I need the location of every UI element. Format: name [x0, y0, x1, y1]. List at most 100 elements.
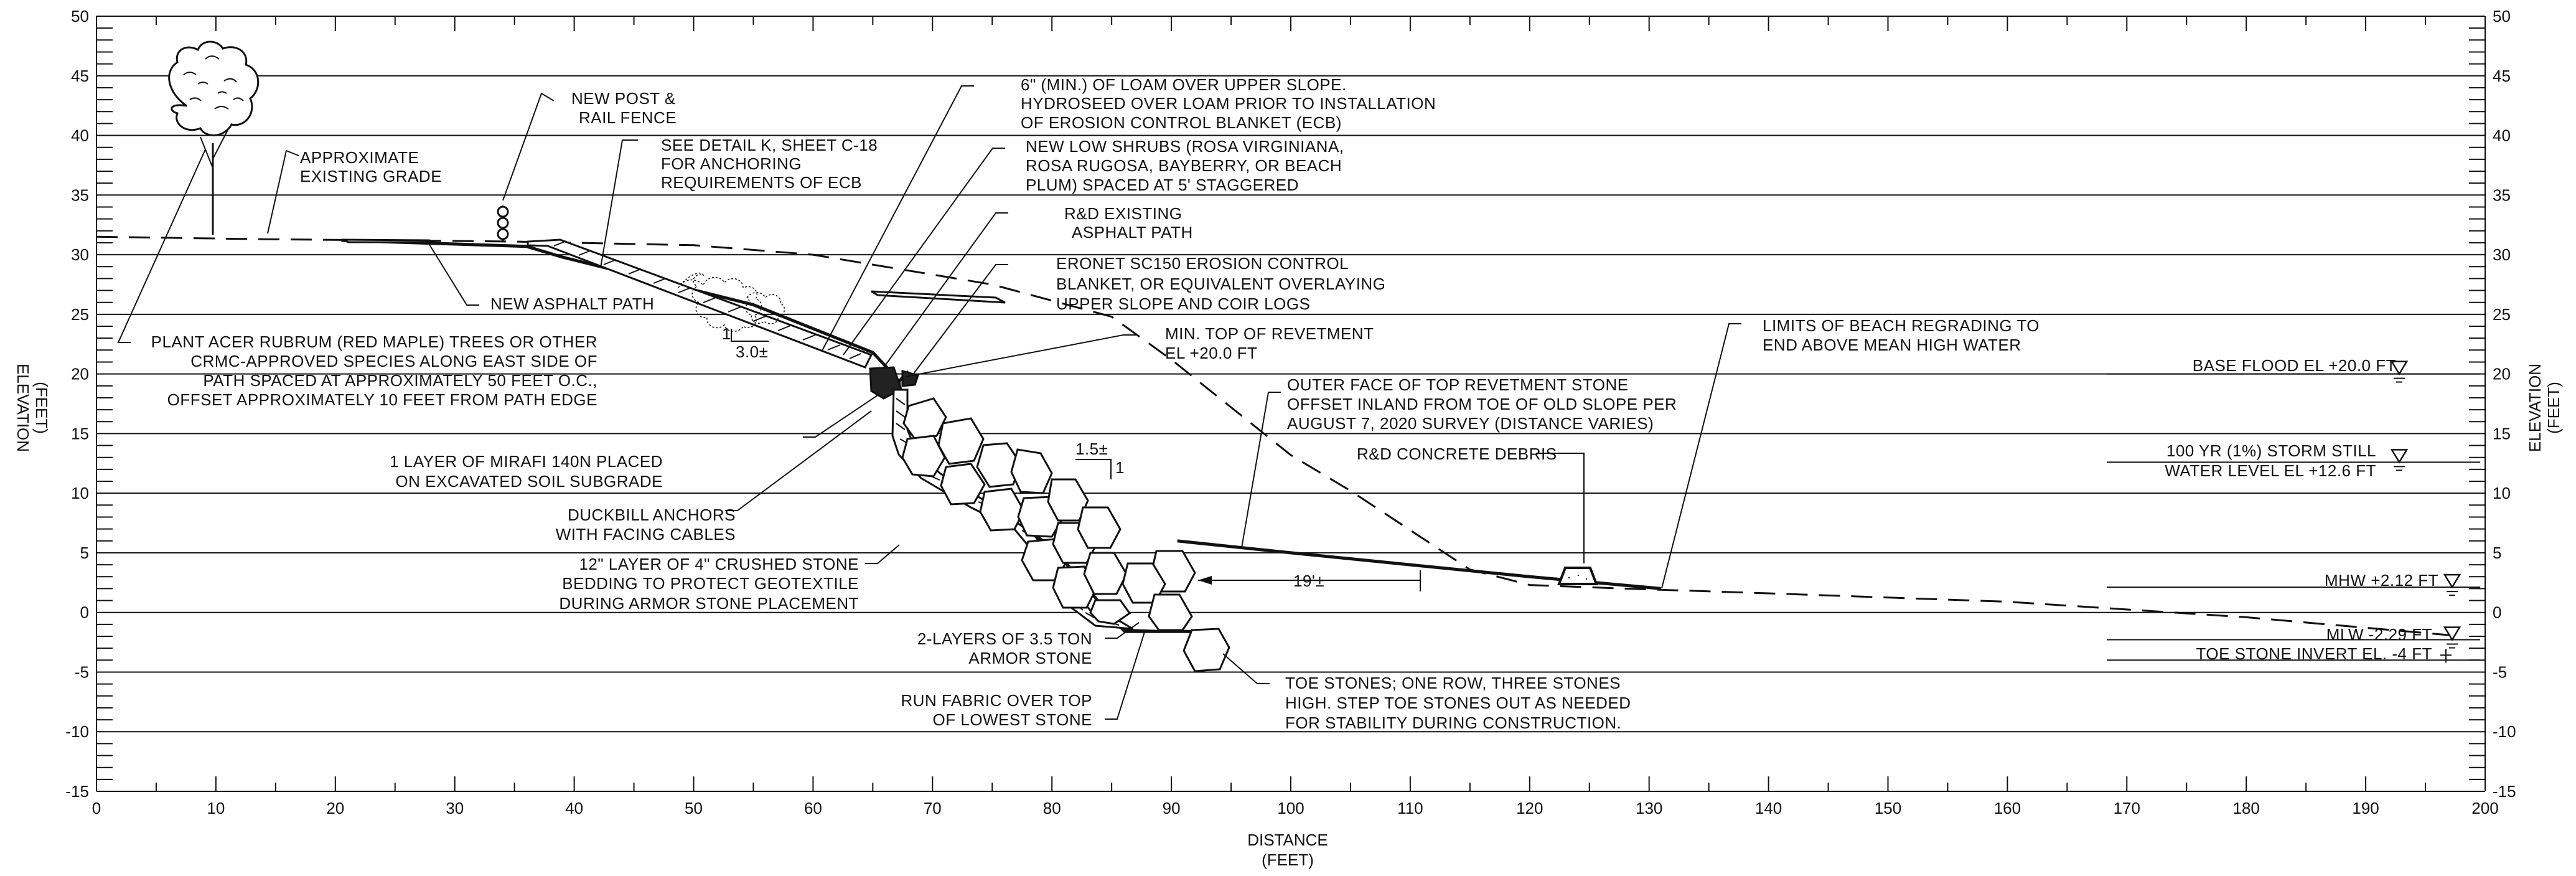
- mlw-label: MLW -2.29 FT: [2326, 625, 2432, 644]
- x-axis-title-line1: DISTANCE: [1247, 831, 1328, 849]
- callout-mirafi-line1: 1 LAYER OF MIRAFI 140N PLACED: [390, 452, 663, 471]
- elevation-grid: [96, 16, 2486, 792]
- x-tick-label: 110: [1397, 799, 1423, 817]
- x-tick-label: 50: [685, 799, 703, 817]
- callout-outer-face-line1: OUTER FACE OF TOP REVETMENT STONE: [1287, 375, 1629, 394]
- slope-stone-run-label: 1.5±: [1075, 440, 1108, 458]
- armor-stone: [902, 397, 947, 440]
- callout-fabric-line2: OF LOWEST STONE: [933, 710, 1092, 729]
- callout-beach-limits: LIMITS OF BEACH REGRADING TO END ABOVE M…: [1763, 316, 2040, 354]
- y-tick-label: -10: [65, 722, 89, 741]
- red-maple-tree-icon: [168, 40, 260, 235]
- axis-ticks: [96, 16, 2486, 791]
- callout-concrete: R&D CONCRETE DEBRIS: [1357, 445, 1557, 463]
- y-tick-label: 45: [2493, 67, 2511, 85]
- armor-stone: [937, 417, 985, 465]
- y-tick-label: 20: [71, 365, 89, 384]
- callout-armor-line2: ARMOR STONE: [968, 649, 1092, 667]
- callout-trees-line2: CRMC-APPROVED SPECIES ALONG EAST SIDE OF: [190, 352, 597, 370]
- concrete-debris-dots: [1568, 575, 1587, 580]
- callout-duckbill-line2: WITH FACING CABLES: [556, 525, 736, 544]
- x-tick-label: 80: [1043, 799, 1061, 817]
- callout-toe-stones-line2: HIGH. STEP TOE STONES OUT AS NEEDED: [1285, 694, 1631, 712]
- y-axis-title-right-line2: (FEET): [2544, 382, 2563, 434]
- offset-dimension-label: 19'±: [1293, 572, 1324, 590]
- offset-dimension: 19'±: [1198, 570, 1421, 591]
- ecb-hatch: [553, 240, 861, 359]
- x-tick-label: 170: [2114, 799, 2140, 817]
- callout-fabric-line1: RUN FABRIC OVER TOP: [901, 691, 1092, 710]
- callout-bedding-line3: DURING ARMOR STONE PLACEMENT: [559, 594, 859, 613]
- low-shrubs: [678, 272, 785, 332]
- slope-stone-rise-label: 1: [1115, 458, 1125, 477]
- y-tick-label: 30: [2493, 245, 2511, 264]
- callout-detail-k-line1: SEE DETAIL K, SHEET C-18: [661, 136, 878, 154]
- callout-duckbill: DUCKBILL ANCHORS WITH FACING CABLES: [556, 506, 736, 544]
- callout-new-asphalt-line1: NEW ASPHALT PATH: [490, 294, 654, 313]
- upper-slope-ratio-mark: 1 3.0±: [722, 324, 769, 361]
- y-tick-label: 35: [71, 186, 89, 204]
- callout-new-asphalt: NEW ASPHALT PATH: [490, 294, 654, 313]
- y-axis-title-left-line2: (FEET): [32, 382, 51, 434]
- callout-eronet-line3: UPPER SLOPE AND COIR LOGS: [1056, 294, 1310, 313]
- y-axis-title-right: ELEVATION (FEET): [2526, 364, 2563, 452]
- y-tick-label: 50: [71, 7, 89, 26]
- callout-mirafi: 1 LAYER OF MIRAFI 140N PLACED ON EXCAVAT…: [390, 452, 663, 491]
- toe-invert-label: TOE STONE INVERT EL. -4 FT: [2196, 644, 2432, 663]
- callout-detail-k-line2: FOR ANCHORING: [661, 154, 802, 173]
- x-tick-label: 20: [326, 799, 344, 817]
- armor-stone: [1089, 599, 1131, 625]
- storm-level-label-line1: 100 YR (1%) STORM STILL: [2166, 441, 2376, 460]
- callout-detail-k-line3: REQUIREMENTS OF ECB: [661, 173, 862, 192]
- x-tick-label: 40: [565, 799, 583, 817]
- callout-approx-grade-line1: APPROXIMATE: [300, 148, 419, 167]
- y-tick-label: 0: [80, 603, 89, 622]
- x-tick-label: 150: [1875, 799, 1901, 817]
- x-tick-label: 70: [924, 799, 942, 817]
- existing-grade-line: [96, 235, 2450, 636]
- y-tick-label: 10: [71, 484, 89, 502]
- water-level-triangle-icon: [2390, 360, 2409, 376]
- y-axis-title-left-line1: ELEVATION: [14, 364, 32, 452]
- callout-min-top-line2: EL +20.0 FT: [1165, 344, 1257, 362]
- water-level-triangle-icon: [2443, 626, 2461, 641]
- callout-loam-line3: OF EROSION CONTROL BLANKET (ECB): [1021, 113, 1342, 132]
- callout-loam-line1: 6" (MIN.) OF LOAM OVER UPPER SLOPE.: [1021, 75, 1347, 94]
- callout-trees-line3: PATH SPACED AT APPROXIMATELY 50 FEET O.C…: [203, 371, 597, 390]
- toe-stone: [1183, 628, 1230, 672]
- callout-shrubs: NEW LOW SHRUBS (ROSA VIRGINIANA, ROSA RU…: [1026, 137, 1344, 194]
- callout-shrubs-line2: ROSA RUGOSA, BAYBERRY, OR BEACH: [1026, 156, 1342, 175]
- y-tick-label: -5: [75, 662, 89, 681]
- x-tick-label: 10: [207, 799, 225, 817]
- mhw-label: MHW +2.12 FT: [2325, 571, 2438, 590]
- callout-fabric: RUN FABRIC OVER TOP OF LOWEST STONE: [901, 691, 1092, 729]
- callout-trees: PLANT ACER RUBRUM (RED MAPLE) TREES OR O…: [151, 332, 597, 409]
- x-tick-label: 120: [1516, 799, 1543, 817]
- callout-beach-limits-line1: LIMITS OF BEACH REGRADING TO: [1763, 316, 2040, 335]
- callout-toe-stones: TOE STONES; ONE ROW, THREE STONES HIGH. …: [1285, 674, 1631, 732]
- erosion-control-blanket: [527, 238, 873, 369]
- callout-eronet: ERONET SC150 EROSION CONTROL BLANKET, OR…: [1056, 254, 1385, 313]
- storm-level-label-line2: WATER LEVEL EL +12.6 FT: [2165, 461, 2376, 480]
- callout-loam: 6" (MIN.) OF LOAM OVER UPPER SLOPE. HYDR…: [1021, 75, 1436, 132]
- callout-rd-asphalt-line1: R&D EXISTING: [1064, 204, 1182, 223]
- x-tick-label: 60: [804, 799, 822, 817]
- y-tick-label: -10: [2493, 722, 2516, 741]
- armor-stone: [1148, 593, 1193, 631]
- callout-beach-limits-line2: END ABOVE MEAN HIGH WATER: [1763, 336, 2021, 354]
- y-tick-label: 25: [71, 305, 89, 324]
- y-tick-label: 40: [2493, 126, 2511, 145]
- callout-shrubs-line1: NEW LOW SHRUBS (ROSA VIRGINIANA,: [1026, 137, 1344, 156]
- y-tick-label: 45: [71, 67, 89, 85]
- callout-detail-k: SEE DETAIL K, SHEET C-18 FOR ANCHORING R…: [661, 136, 878, 192]
- callout-bedding: 12" LAYER OF 4" CRUSHED STONE BEDDING TO…: [559, 555, 859, 613]
- armor-stone: [901, 435, 946, 478]
- post-rail-fence-icon: [497, 205, 509, 242]
- callout-outer-face-line2: OFFSET INLAND FROM TOE OF OLD SLOPE PER: [1287, 395, 1677, 413]
- callout-bedding-line1: 12" LAYER OF 4" CRUSHED STONE: [579, 555, 859, 573]
- x-tick-label: 190: [2352, 799, 2379, 817]
- base-flood-label: BASE FLOOD EL +20.0 FT: [2193, 356, 2396, 375]
- callout-shrubs-line3: PLUM) SPACED AT 5' STAGGERED: [1026, 176, 1299, 194]
- y-tick-label: 5: [2493, 544, 2501, 562]
